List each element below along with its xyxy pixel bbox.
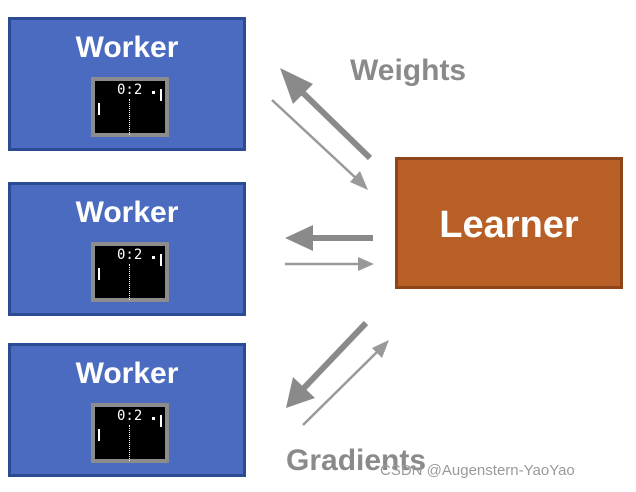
gradients-arrow-3 <box>303 340 389 425</box>
weights-arrow-1 <box>280 68 370 158</box>
weights-arrow-3 <box>286 323 366 408</box>
gradients-arrow-2 <box>285 257 374 271</box>
weights-arrow-2 <box>285 225 373 251</box>
